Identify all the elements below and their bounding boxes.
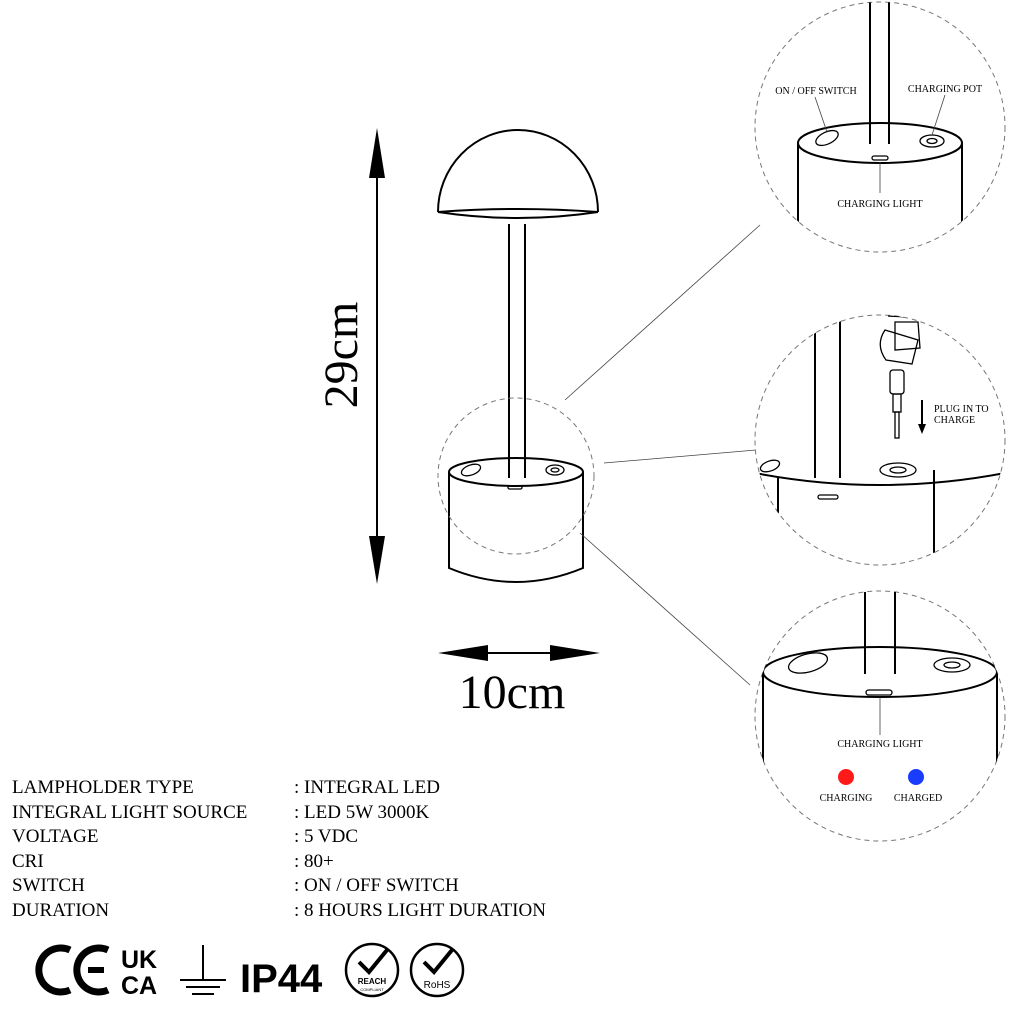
lamp-illustration xyxy=(437,129,599,583)
spec-value: : 5 VDC xyxy=(294,826,359,847)
spec-value: : ON / OFF SWITCH xyxy=(294,875,459,896)
reach-sub-label: COMPLIANT xyxy=(360,987,384,992)
arrow-right-icon xyxy=(550,645,600,661)
arrow-down-small-icon xyxy=(918,424,926,434)
callout-charging-port-label: CHARGING POT xyxy=(908,84,982,95)
spec-row: DURATION : 8 HOURS LIGHT DURATION xyxy=(12,899,546,924)
ce-mark-text: CE xyxy=(0,0,2,1)
callout-charging-light-bottom-label: CHARGING LIGHT xyxy=(837,739,922,750)
arrow-down-icon xyxy=(369,536,385,584)
spec-table: LAMPHOLDER TYPE : INTEGRAL LED INTEGRAL LI… xyxy=(12,776,546,923)
check-icon xyxy=(357,948,389,975)
callout-plug-line2: CHARGE xyxy=(934,415,975,426)
reach-mark: REACH COMPLIANT xyxy=(344,942,400,998)
ip-rating: IP44 xyxy=(240,957,323,1001)
callout-charging-light-label: CHARGING LIGHT xyxy=(837,199,922,210)
ground-symbol-icon xyxy=(180,945,226,995)
spec-label: LAMPHOLDER TYPE xyxy=(12,777,194,798)
spec-row: LAMPHOLDER TYPE : INTEGRAL LED xyxy=(12,776,546,801)
spec-value: : INTEGRAL LED xyxy=(294,777,440,798)
rohs-mark: RoHS xyxy=(409,942,465,998)
charged-status-label: CHARGED xyxy=(894,793,942,804)
width-label: 10cm xyxy=(459,666,566,719)
height-label: 29cm xyxy=(315,302,368,409)
spec-row: VOLTAGE : 5 VDC xyxy=(12,825,546,850)
reach-label: REACH xyxy=(358,977,387,986)
spec-row: INTEGRAL LIGHT SOURCE : LED 5W 3000K xyxy=(12,801,546,826)
spec-value: : LED 5W 3000K xyxy=(294,801,430,823)
spec-row: SWITCH : ON / OFF SWITCH xyxy=(12,874,546,899)
spec-label: DURATION xyxy=(12,899,110,921)
spec-label: SWITCH xyxy=(12,875,85,896)
detail-circle-switch: ON / OFF SWITCH CHARGING POT CHARGING LI… xyxy=(754,1,1006,253)
spec-label: VOLTAGE xyxy=(12,826,99,847)
charging-indicator-dot xyxy=(838,769,854,785)
charged-indicator-dot xyxy=(908,769,924,785)
ce-mark: CE xyxy=(0,0,110,996)
spec-label: INTEGRAL LIGHT SOURCE xyxy=(12,801,248,823)
callout-switch-label: ON / OFF SWITCH xyxy=(775,86,856,97)
width-dimension: 10cm xyxy=(438,645,600,719)
spec-value: : 8 HOURS LIGHT DURATION xyxy=(294,899,546,921)
arrow-up-icon xyxy=(369,128,385,178)
ukca-top: UK xyxy=(121,946,157,974)
height-dimension: 29cm xyxy=(315,128,385,584)
ukca-bottom: CA xyxy=(121,972,157,1000)
detail-circle-plug: PLUG IN TO CHARGE xyxy=(754,314,1006,566)
spec-value: : 80+ xyxy=(294,850,334,872)
rohs-label: RoHS xyxy=(424,980,451,991)
spec-row: CRI : 80+ xyxy=(12,850,546,875)
detail-circle-charging-light: CHARGING LIGHT CHARGING CHARGED xyxy=(754,590,1006,842)
spec-label: CRI xyxy=(12,850,44,872)
check-icon xyxy=(422,948,454,975)
arrow-left-icon xyxy=(438,645,488,661)
certification-marks: CE UK CA IP44 REACH COMPLIANT RoHS xyxy=(0,0,465,1001)
callout-plug-line1: PLUG IN TO xyxy=(934,404,989,415)
charging-status-label: CHARGING xyxy=(820,793,873,804)
